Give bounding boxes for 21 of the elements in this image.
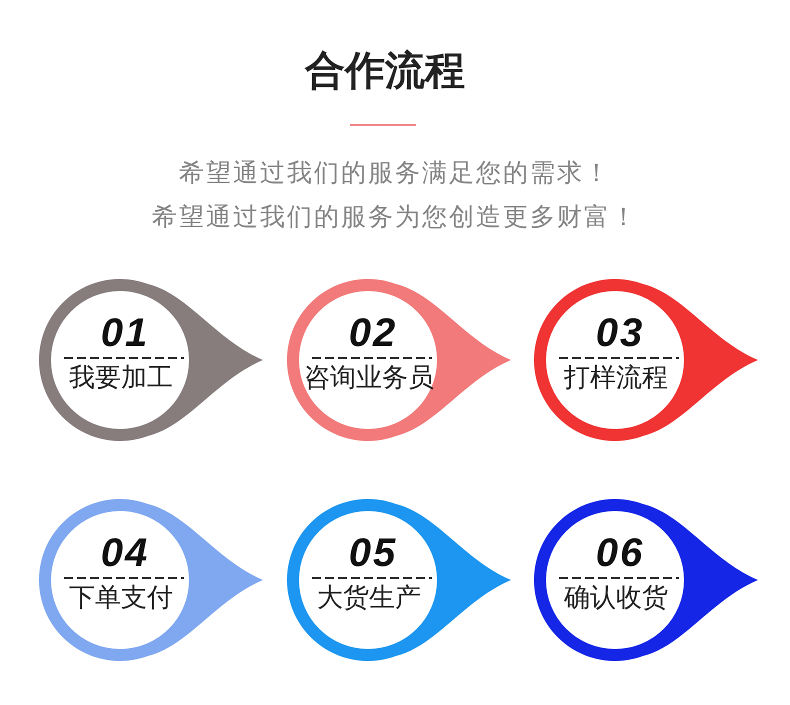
step-label: 咨询业务员 — [304, 363, 434, 394]
teardrop-step-marker — [286, 278, 512, 442]
subtitle-text: 希望通过我们的服务满足您的需求！ — [179, 158, 611, 188]
step-label: 我要加工 — [69, 363, 173, 394]
teardrop-step-marker — [38, 278, 264, 442]
step-label: 打样流程 — [564, 363, 668, 394]
subtitle-text: 希望通过我们的服务为您创造更多财富！ — [152, 202, 638, 232]
step-number: 01 — [100, 312, 150, 354]
teardrop-step-marker — [38, 498, 264, 662]
teardrop-step-marker — [533, 278, 759, 442]
step-label: 大货生产 — [317, 583, 421, 614]
step-number: 06 — [596, 532, 644, 574]
teardrop-step-marker — [286, 498, 512, 662]
step-number: 04 — [100, 532, 150, 574]
step-number: 05 — [348, 532, 398, 574]
page-title: 合作流程 — [305, 47, 465, 96]
step-label: 确认收货 — [564, 583, 668, 614]
teardrop-step-marker — [533, 498, 759, 662]
step-number: 02 — [348, 312, 398, 354]
step-number: 03 — [596, 312, 644, 354]
step-label: 下单支付 — [69, 583, 173, 614]
